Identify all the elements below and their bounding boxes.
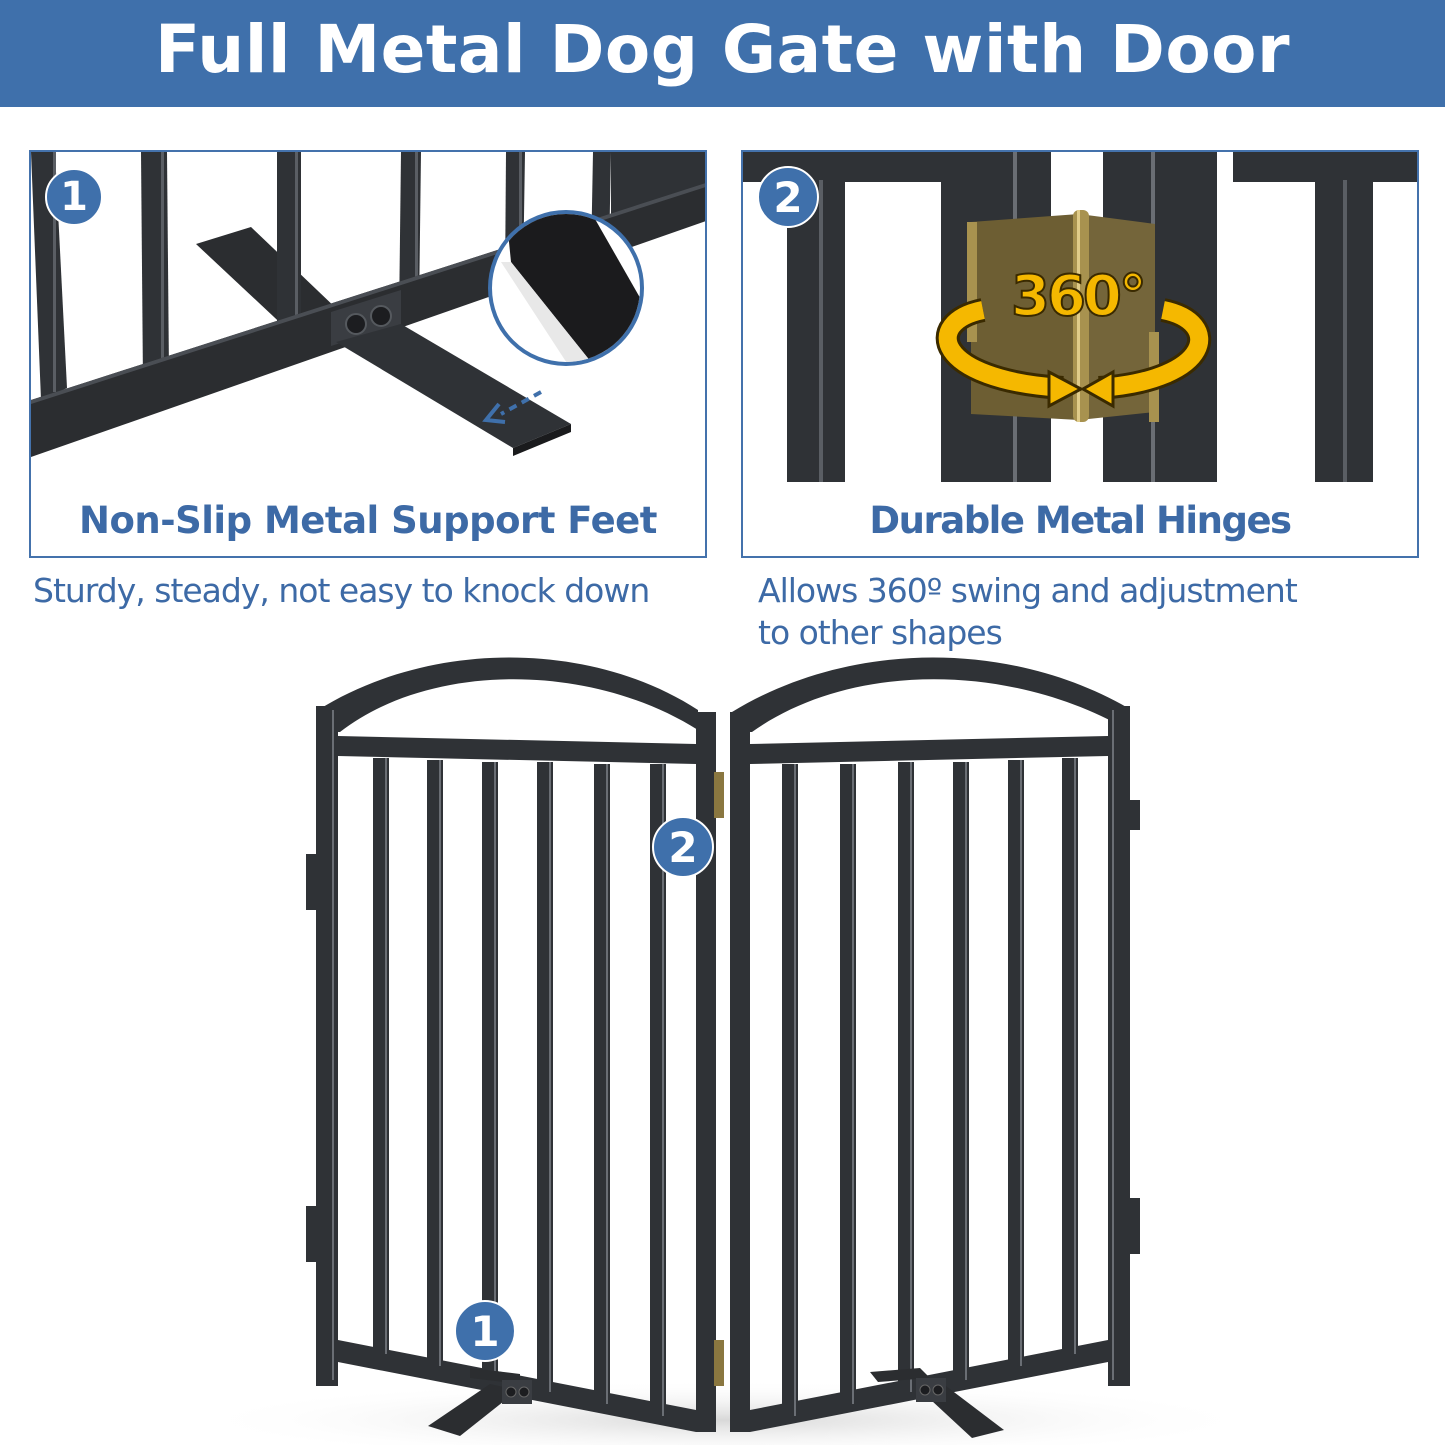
feature-caption: Non-Slip Metal Support Feet: [79, 499, 657, 542]
feature-caption: Durable Metal Hinges: [869, 499, 1292, 542]
callout-badge-support-foot: 1: [454, 1300, 516, 1362]
feature-number-badge: 1: [45, 168, 103, 226]
feature-description-line: to other shapes: [758, 613, 1003, 652]
callout-badge-hinge: 2: [652, 816, 714, 878]
rotation-360-label: 360°: [1010, 263, 1148, 330]
title-banner: Full Metal Dog Gate with Door: [0, 0, 1445, 107]
feature-description: Allows 360º swing and adjustment to othe…: [758, 570, 1398, 654]
feature-number-badge: 2: [757, 166, 819, 228]
page-title: Full Metal Dog Gate with Door: [154, 10, 1291, 88]
gate-illustration: [185, 657, 1265, 1445]
dog-gate-product-image: 2 1: [170, 650, 1280, 1445]
feature-panel-support-feet: 1 Non-Slip Metal Support Feet: [29, 150, 707, 558]
feature-panel-hinges: 360° 2 Durable Metal Hinges: [741, 150, 1419, 558]
support-feet-illustration: [31, 152, 705, 457]
feature-description-line: Allows 360º swing and adjustment: [758, 571, 1298, 610]
feature-description: Sturdy, steady, not easy to knock down: [33, 571, 650, 610]
